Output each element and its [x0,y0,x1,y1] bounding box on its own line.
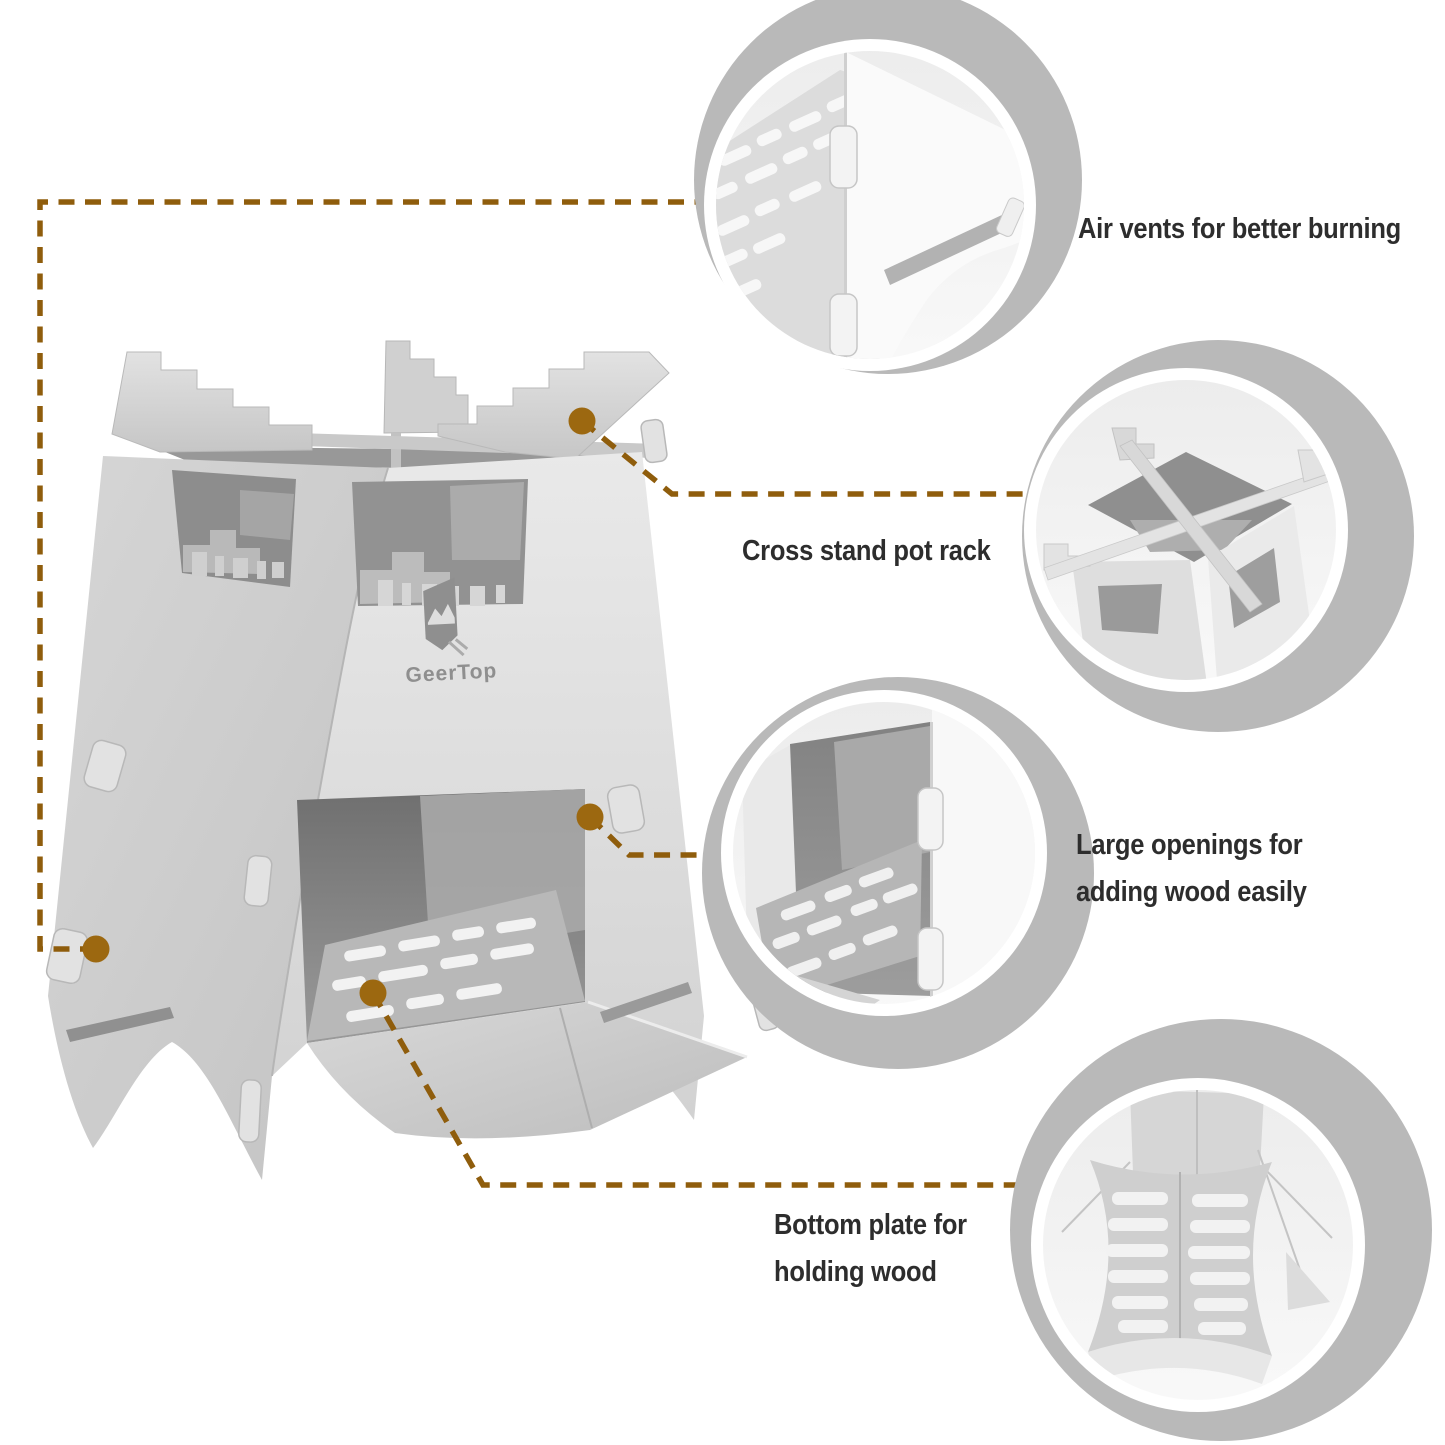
callout-dot-large-openings [576,803,604,831]
brand-logo-text: GeerTop [405,659,498,687]
callout-label-large-openings: Large openings for adding wood easily [1076,822,1307,916]
callout-label-bottom-plate: Bottom plate for holding wood [774,1202,967,1296]
connector-air-vents [37,199,702,952]
callout-label-cross-stand: Cross stand pot rack [742,528,991,575]
stove-photo: GeerTop [45,340,780,1180]
stove-base-slit-right [600,982,692,1023]
stove-front-tray [307,1000,748,1139]
callout-label-air-vents: Air vents for better burning [1078,206,1401,253]
connector-dots [82,407,604,1007]
pot-stand-right-wing [437,351,670,460]
stove-left-vent-window [172,470,296,587]
callout-circle-air-vents [694,0,1082,374]
callout-dot-cross-stand [568,407,596,435]
pot-stand-rear-blade [383,340,469,434]
callout-dot-air-vents [82,935,110,963]
connector-large-openings [588,815,708,858]
callout-label-line: adding wood easily [1076,876,1307,908]
callout-dot-bottom-plate [359,979,387,1007]
callout-photo-cross-stand [1036,380,1336,680]
callout-label-line: Bottom plate for [774,1209,967,1241]
callout-circle-large-openings [702,677,1094,1069]
brand-logo-flag-icon [423,577,458,651]
stove-hinge-tabs [45,418,780,1143]
callout-photo-bottom-plate [1043,1090,1353,1400]
connector-cross-stand [580,418,1032,497]
callout-label-line: Air vents for better burning [1078,213,1401,245]
stove-base-slit-left [66,1007,174,1042]
callout-label-line: Cross stand pot rack [742,535,991,567]
callout-circle-bottom-plate [1010,1019,1432,1441]
brand-logo: GeerTop [405,577,498,687]
callout-photo-large-openings [733,702,1035,1004]
connectors [37,199,1032,1188]
brand-logo-mountain-icon [427,603,455,625]
stove-left-panel [48,456,388,1180]
callout-label-line: Large openings for [1076,829,1303,861]
callout-label-line: holding wood [774,1256,937,1288]
pot-stand-left-wing [111,351,313,453]
callout-circle-cross-stand [1022,340,1414,732]
connector-bottom-plate [370,991,1020,1188]
stove-right-vent-window [352,479,528,606]
